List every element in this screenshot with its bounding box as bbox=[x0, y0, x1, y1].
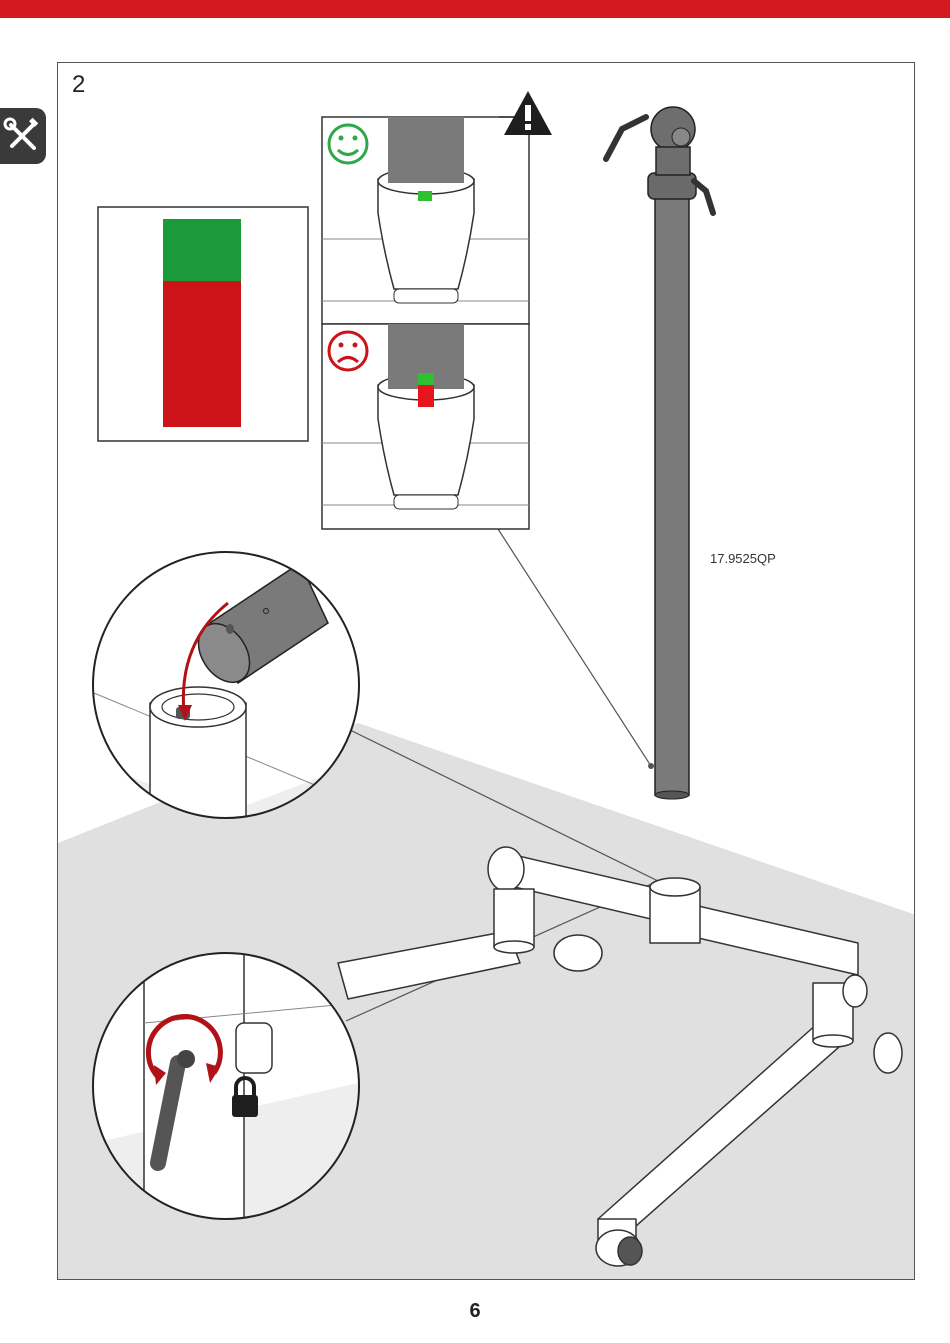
tools-tab bbox=[0, 108, 46, 164]
assembly-illustration bbox=[58, 63, 915, 1280]
insertion-gauge-panel bbox=[98, 207, 308, 441]
tools-icon bbox=[0, 108, 46, 164]
instruction-frame: 2 17.9525QP bbox=[57, 62, 915, 1280]
part-code-label: 17.9525QP bbox=[710, 551, 776, 566]
incorrect-insertion-detail bbox=[322, 324, 529, 529]
header-bar bbox=[0, 0, 950, 18]
telescopic-column bbox=[606, 107, 713, 799]
gauge-green-zone bbox=[163, 219, 241, 281]
gauge-red-zone bbox=[163, 281, 241, 427]
step-number: 2 bbox=[72, 71, 85, 99]
correct-insertion-detail bbox=[322, 117, 529, 324]
page-number: 6 bbox=[0, 1300, 950, 1323]
